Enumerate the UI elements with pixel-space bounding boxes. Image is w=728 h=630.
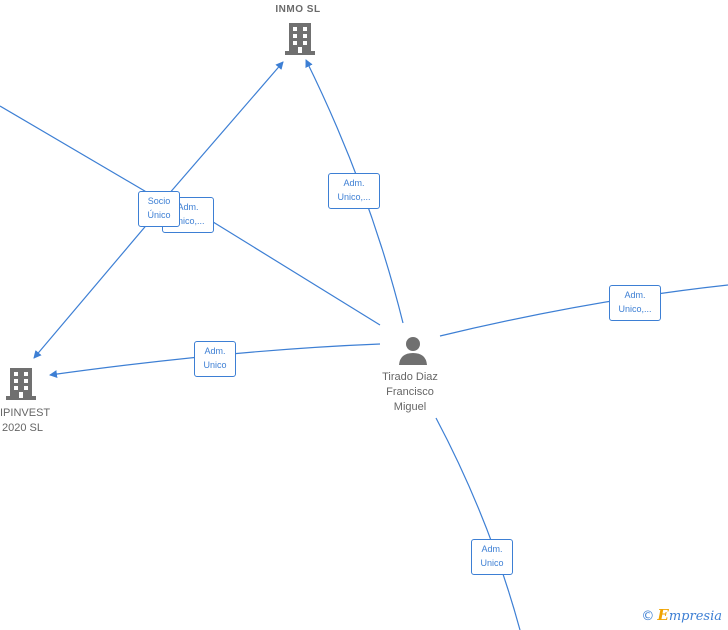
edge-offscreen-left xyxy=(0,105,161,201)
edge-label-person-inmo[interactable]: Adm. Unico,... xyxy=(328,173,380,209)
edge-label-line2: Unico xyxy=(480,558,504,568)
edge-socio-ipinvest xyxy=(33,214,156,359)
edge-person-behind xyxy=(204,216,381,326)
inmo-company-label[interactable]: INMO SL xyxy=(275,4,321,15)
person-label[interactable]: Tirado Diaz Francisco Miguel xyxy=(360,370,460,415)
edge-socio-inmo xyxy=(154,61,284,211)
edge-person-right xyxy=(439,284,728,337)
brand-initial: E xyxy=(657,606,669,624)
edge-label-line2: Único xyxy=(147,210,171,220)
person-name-line3: Miguel xyxy=(393,401,427,413)
edge-label-person-right[interactable]: Adm. Unico,... xyxy=(609,285,661,321)
edge-label-line1: Adm. xyxy=(481,544,503,554)
edge-label-socio[interactable]: Socio Único xyxy=(138,191,180,227)
brand-name: mpresia xyxy=(668,609,722,624)
edge-label-line2: Unico xyxy=(203,360,227,370)
person-icon[interactable] xyxy=(398,335,428,365)
edge-label-person-bottom[interactable]: Adm. Unico xyxy=(471,539,513,575)
edge-label-line1: Socio xyxy=(147,196,171,206)
edge-label-line1: Adm. xyxy=(177,202,199,212)
edge-label-line1: Adm. xyxy=(204,346,226,356)
person-name-line1: Tirado Diaz xyxy=(382,371,438,383)
ipinvest-company-label[interactable]: IPINVEST 2020 SL xyxy=(0,406,52,436)
edge-label-line2: Unico,... xyxy=(337,192,371,202)
edge-label-line2: Unico,... xyxy=(171,216,205,226)
empresia-logo[interactable]: ©Empresia xyxy=(641,606,722,624)
edge-label-line1: Adm. xyxy=(624,290,646,300)
edge-label-line1: Adm. xyxy=(343,178,365,188)
edge-label-line2: Unico,... xyxy=(618,304,652,314)
ipinvest-label-line2: 2020 SL xyxy=(2,422,43,434)
edge-label-person-ipinvest[interactable]: Adm. Unico xyxy=(194,341,236,377)
person-name-line2: Francisco xyxy=(386,386,434,398)
building-icon[interactable] xyxy=(6,366,36,400)
edge-person-bottom xyxy=(435,417,521,630)
copyright-symbol: © xyxy=(641,609,655,624)
building-icon[interactable] xyxy=(285,21,315,55)
ipinvest-label-line1: IPINVEST xyxy=(0,407,51,419)
